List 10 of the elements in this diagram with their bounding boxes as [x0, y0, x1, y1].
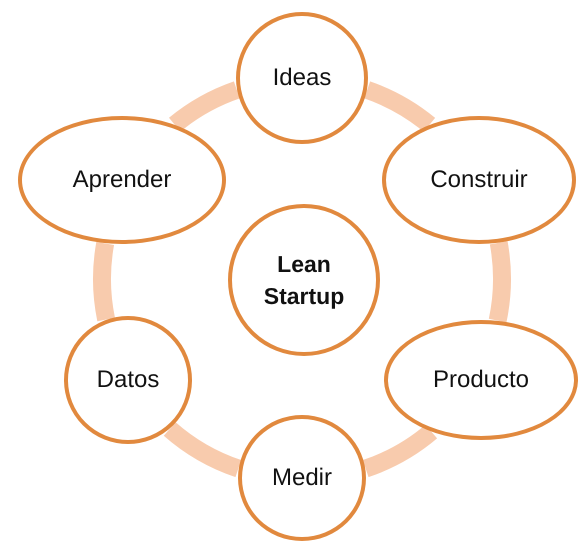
node-label: Producto	[432, 365, 530, 396]
node-label: Ideas	[272, 63, 332, 94]
ring-segment	[164, 422, 242, 477]
node-label: Datos	[96, 365, 160, 396]
node-label: Medir	[272, 463, 332, 494]
ring-segment	[488, 242, 511, 322]
node-label: Construir	[430, 165, 528, 196]
node-label: Lean Startup	[262, 250, 346, 311]
node-label: Aprender	[72, 165, 172, 196]
ring-segment	[93, 242, 116, 321]
